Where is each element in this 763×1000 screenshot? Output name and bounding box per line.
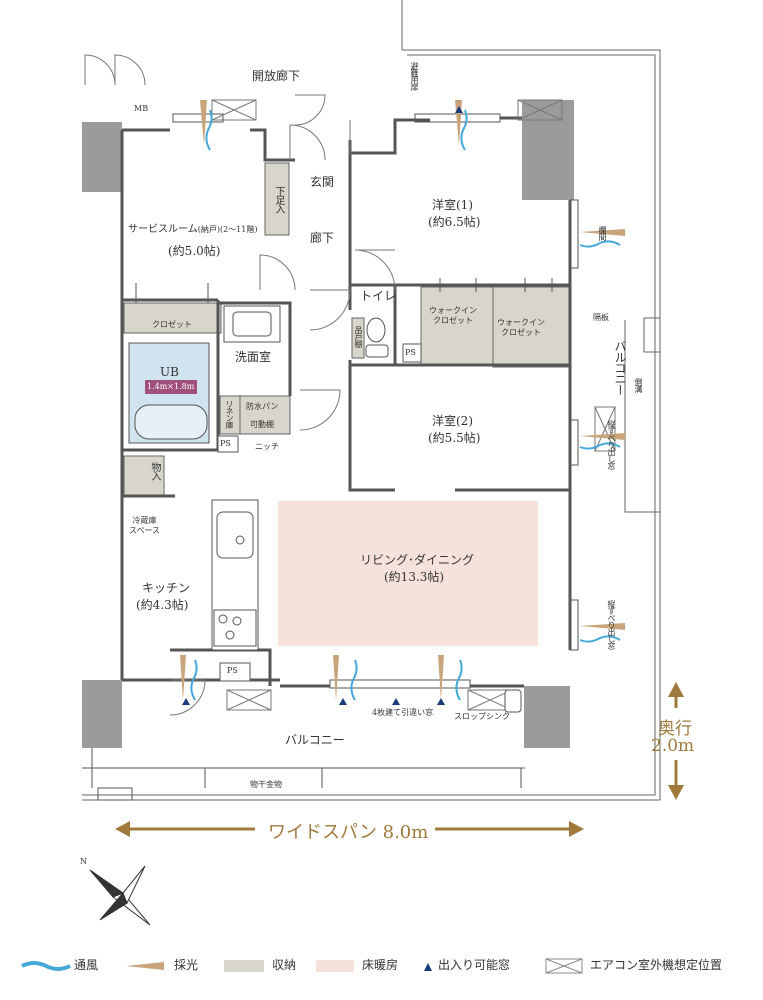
compass-icon bbox=[89, 865, 151, 926]
kitchen-counter bbox=[211, 499, 259, 651]
depth-value: 2.0m bbox=[651, 736, 695, 756]
wind-icon bbox=[21, 961, 71, 971]
mb-label: MB bbox=[134, 104, 149, 113]
legend: 通風 採光 収納 床暖房 出入り可能窓 エアコン室外機想定位置 bbox=[0, 948, 763, 988]
kitchen-label: キッチン bbox=[142, 581, 191, 595]
doors bbox=[84, 54, 396, 716]
depth-arrow bbox=[668, 682, 684, 800]
ps-boxes bbox=[217, 343, 422, 682]
waterproof-pan-label: 防水パン bbox=[246, 402, 279, 411]
closet-label: クロゼット bbox=[152, 320, 192, 329]
partition-label: 隔板 bbox=[593, 313, 609, 322]
aircon-units bbox=[211, 99, 616, 711]
slop-sink-label: スロップシンク bbox=[454, 712, 510, 721]
legend-aircon: エアコン室外機想定位置 bbox=[590, 958, 723, 972]
balcony-outline bbox=[82, 0, 661, 801]
toilet-label: トイレ bbox=[360, 289, 397, 303]
open-corridor-label: 開放廊下 bbox=[252, 69, 301, 83]
kitchen-area: (約4.3帖) bbox=[136, 598, 189, 612]
ps-label-3: PS bbox=[227, 666, 238, 675]
ps-label-2: PS bbox=[405, 348, 416, 357]
transom-label: 欄間 bbox=[598, 226, 607, 240]
hanging-shelf-label: 吊戸棚 bbox=[354, 326, 363, 347]
vertical-slide-window-2: 縦すべり出し窓 bbox=[607, 600, 616, 649]
fridge-space-label: 冷蔵庫 スペース bbox=[129, 516, 161, 535]
compass-north-label: N bbox=[80, 857, 87, 866]
toilet-fixture bbox=[365, 317, 389, 358]
corridor-label: 廊下 bbox=[310, 231, 335, 245]
washroom-label: 洗面室 bbox=[235, 350, 272, 364]
light-icon bbox=[126, 962, 164, 970]
legend-light: 採光 bbox=[174, 958, 199, 972]
evac-door-label: 避難用扉 bbox=[410, 62, 419, 90]
depth-label: 奥行 bbox=[658, 719, 692, 739]
shoe-box-label: 下足入 bbox=[273, 186, 284, 213]
vertical-slide-window-1: 縦すべり出し窓 bbox=[607, 420, 616, 469]
movable-shelf-label: 可動棚 bbox=[250, 420, 274, 429]
storage-icon bbox=[224, 960, 264, 972]
entrance-label: 玄関 bbox=[310, 175, 335, 189]
interior-walls bbox=[120, 116, 572, 688]
legend-swatches bbox=[21, 958, 583, 974]
living-area: (約13.3帖) bbox=[384, 570, 445, 584]
wide-span-label: ワイドスパン 8.0m bbox=[268, 822, 429, 843]
ps-label-1: PS bbox=[220, 439, 231, 448]
walkin1-label: ウォークイン クロゼット bbox=[429, 306, 477, 325]
western2-label: 洋室(2) bbox=[432, 414, 473, 428]
walls bbox=[82, 100, 574, 748]
balcony-right-label: バルコニー bbox=[613, 340, 627, 395]
service-room-label: サービスルーム(納戸)(2～11階) bbox=[128, 224, 258, 235]
western2-area: (約5.5帖) bbox=[428, 431, 481, 445]
storage-areas bbox=[123, 162, 570, 497]
sliding-window-label: 4枚建て引違い窓 bbox=[372, 708, 434, 717]
slop-sink bbox=[504, 689, 522, 713]
living-label: リビング･ダイニング bbox=[360, 553, 475, 567]
wash-basin bbox=[223, 305, 281, 343]
legend-exit-window: 出入り可能窓 bbox=[438, 958, 511, 972]
legend-storage: 収納 bbox=[272, 958, 297, 972]
legend-floor-heating: 床暖房 bbox=[362, 958, 399, 972]
exit-window-icon bbox=[424, 963, 432, 971]
service-room-area: (約5.0帖) bbox=[168, 244, 221, 258]
balcony-bottom-label: バルコニー bbox=[285, 733, 345, 747]
western1-area: (約6.5帖) bbox=[428, 215, 481, 229]
ub-size-label: 1.4m×1.8m bbox=[147, 382, 195, 391]
bath-size-badge bbox=[145, 380, 197, 394]
clothes-hanger bbox=[82, 748, 525, 801]
clothes-hanger-label: 物干金物 bbox=[250, 780, 282, 789]
legend-wind: 通風 bbox=[74, 958, 99, 972]
floor-heating-area bbox=[278, 501, 538, 646]
exit-window-markers bbox=[182, 106, 463, 705]
storage-label: 物入 bbox=[149, 462, 160, 480]
bathtub bbox=[134, 404, 208, 440]
western1-label: 洋室(1) bbox=[432, 198, 473, 212]
linen-label: リネン庫 bbox=[225, 400, 234, 428]
niche-label: ニッチ bbox=[255, 442, 279, 451]
walkin2-label: ウォークイン クロゼット bbox=[497, 318, 545, 337]
aircon-icon bbox=[545, 958, 583, 974]
ub-label: UB bbox=[160, 365, 179, 379]
gutter-label: 側溝 bbox=[634, 378, 643, 392]
sliding-door-marks bbox=[135, 278, 553, 303]
wind-indicators bbox=[190, 109, 621, 701]
floor-heating-icon bbox=[316, 960, 354, 972]
wide-span-arrow bbox=[115, 821, 584, 837]
